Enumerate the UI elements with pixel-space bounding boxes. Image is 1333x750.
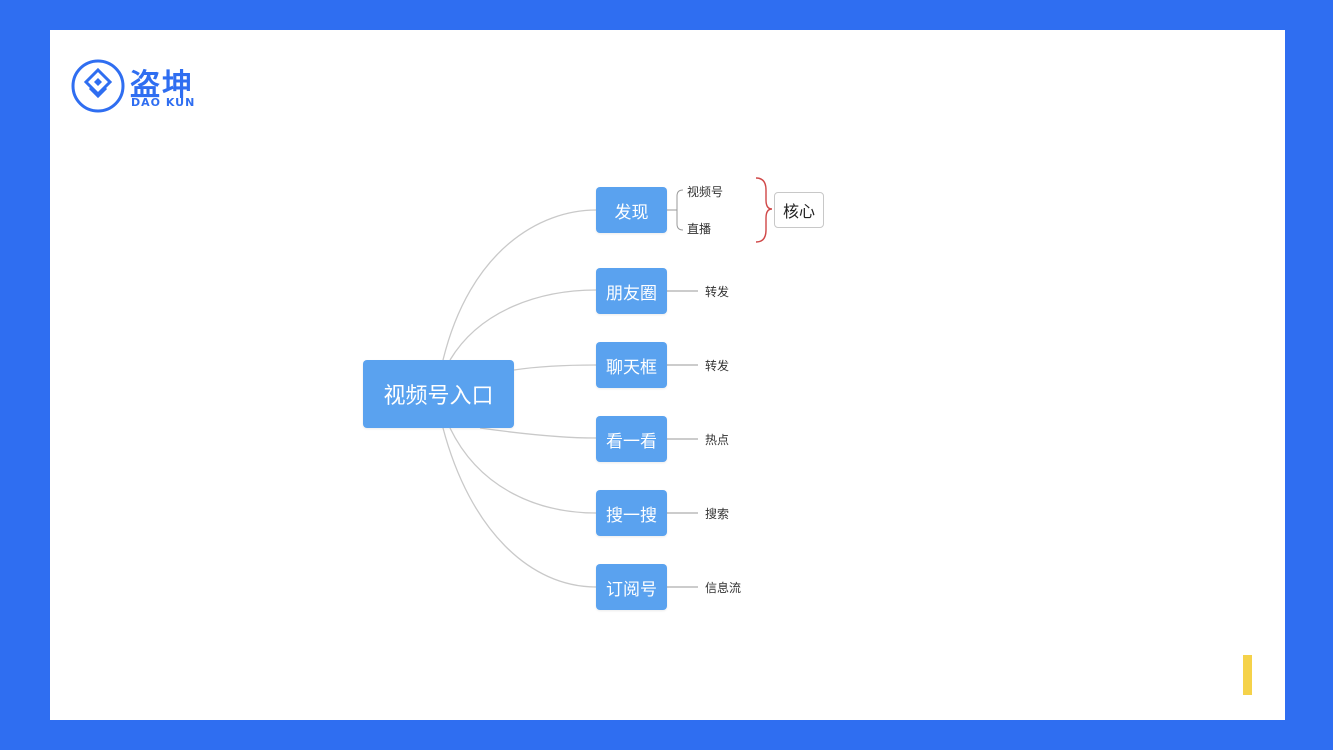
leaf-shipinhao: 视频号 (687, 185, 724, 199)
leaf-xinxiliu: 信息流 (705, 581, 742, 595)
connector-root-dingyuehao (442, 427, 597, 588)
leaf-redian: 热点 (705, 433, 730, 447)
faxian-small-bracket (676, 189, 684, 231)
branch-node-liaotiankuang: 聊天框 (596, 342, 667, 388)
logo-subtitle: DAO KUN (131, 96, 196, 109)
connector-root-faxian (442, 209, 597, 361)
logo-mark-icon (71, 59, 125, 113)
branch-node-faxian: 发现 (596, 187, 667, 233)
connector-root-pengyouquan (449, 289, 597, 361)
leaf-zhuanfa-liaotiankuang: 转发 (705, 359, 730, 373)
logo-name: 盗坤 (130, 68, 194, 103)
connector-root-kanyikan (479, 427, 597, 439)
slide-canvas (50, 30, 1285, 720)
branch-node-souyisou: 搜一搜 (596, 490, 667, 536)
branch-node-kanyikan: 看一看 (596, 416, 667, 462)
leaf-sousuo: 搜索 (705, 507, 730, 521)
accent-bar (1243, 655, 1252, 695)
mindmap-root-node: 视频号入口 (363, 360, 514, 428)
leaf-zhibo: 直播 (687, 222, 712, 236)
brand-logo: 盗坤 DAO KUN (70, 58, 210, 114)
summary-box: 核心 (774, 192, 824, 228)
connector-root-liaotiankuang (513, 364, 597, 371)
leaf-zhuanfa-pengyouquan: 转发 (705, 285, 730, 299)
summary-curly-brace (755, 177, 773, 243)
branch-node-pengyouquan: 朋友圈 (596, 268, 667, 314)
branch-node-dingyuehao: 订阅号 (596, 564, 667, 610)
connector-root-souyisou (449, 427, 597, 514)
